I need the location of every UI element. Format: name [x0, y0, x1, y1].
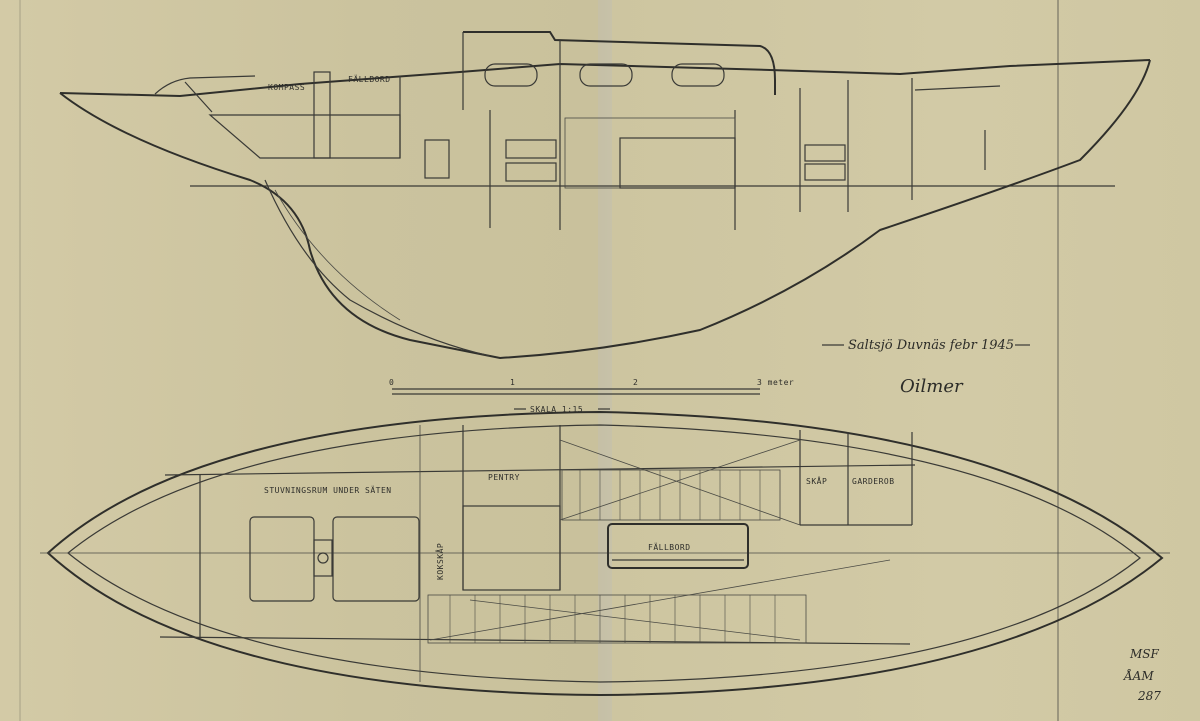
- construction-lines: [429, 439, 891, 641]
- label-kompass: KOMPASS: [268, 83, 305, 92]
- keel-line-2: [274, 189, 401, 321]
- forward-berth: [208, 114, 401, 159]
- label-fallbord-top: FÄLLBORD: [348, 74, 391, 84]
- berth-cushion-2: [332, 516, 420, 602]
- label-fallbord-plan: FÄLLBORD: [648, 542, 691, 552]
- cabin-roof: [463, 31, 776, 95]
- label-garderob: GARDEROB: [852, 477, 895, 486]
- cabin-side-top: [164, 464, 916, 476]
- title-block: Saltsjö Duvnäs febr 1945 Oilmer: [822, 338, 1030, 397]
- settee-bottom: [427, 594, 807, 644]
- label-kokskap: KOKSKÅP: [434, 543, 445, 580]
- scale-tick-0: 0: [389, 378, 394, 387]
- side-elevation: KOMPASS FÄLLBORD: [59, 31, 1151, 360]
- deck-line-plan: [67, 424, 1141, 683]
- settee-top-hatch: [579, 470, 761, 520]
- hull-outline-plan: [46, 410, 1164, 697]
- pentry-block: [462, 505, 561, 591]
- archive-line1: MSF: [1129, 647, 1160, 661]
- title-line: Saltsjö Duvnäs febr 1945: [848, 338, 1014, 353]
- forestay: [184, 81, 213, 113]
- drawer-4: [804, 163, 846, 181]
- berth-cushion-1: [249, 516, 315, 602]
- mast-plan: [313, 539, 333, 577]
- fallbord-table: [607, 523, 749, 569]
- drawer-2: [505, 162, 557, 182]
- settee: [564, 117, 736, 189]
- settee-top: [561, 469, 781, 521]
- archive-mark: MSF ÅAM 287: [1122, 647, 1161, 703]
- label-pentry: PENTRY: [488, 473, 520, 482]
- porthole-3: [671, 63, 725, 87]
- bow-pulpit: [154, 75, 256, 95]
- plan-view: STUVNINGSRUM UNDER SÄTEN PENTRY SKÅP GAR…: [40, 410, 1170, 697]
- scale-bar: 0 1 2 3 meter SKALA 1:15: [389, 378, 794, 414]
- label-stuvningsrum: STUVNINGSRUM UNDER SÄTEN: [264, 485, 392, 495]
- cockpit-sole: [914, 85, 1001, 91]
- mast-step: [313, 71, 331, 159]
- scale-tick-1: 1: [510, 378, 515, 387]
- label-skap: SKÅP: [806, 475, 827, 486]
- scale-tick-2: 2: [633, 378, 638, 387]
- porthole-1: [484, 63, 538, 87]
- archive-line2: ÅAM: [1122, 668, 1154, 683]
- keel-line: [264, 179, 491, 357]
- archive-line3: 287: [1137, 689, 1161, 703]
- drawer-1: [505, 139, 557, 159]
- cupboard: [424, 139, 450, 179]
- signature: Oilmer: [900, 376, 964, 397]
- mast-circle: [317, 552, 329, 564]
- table-side: [619, 137, 736, 189]
- porthole-2: [579, 63, 633, 87]
- scale-caption: SKALA 1:15: [530, 405, 583, 414]
- drawer-3: [804, 144, 846, 162]
- scale-tick-3: 3 meter: [757, 378, 794, 387]
- settee-bottom-hatch: [449, 595, 776, 643]
